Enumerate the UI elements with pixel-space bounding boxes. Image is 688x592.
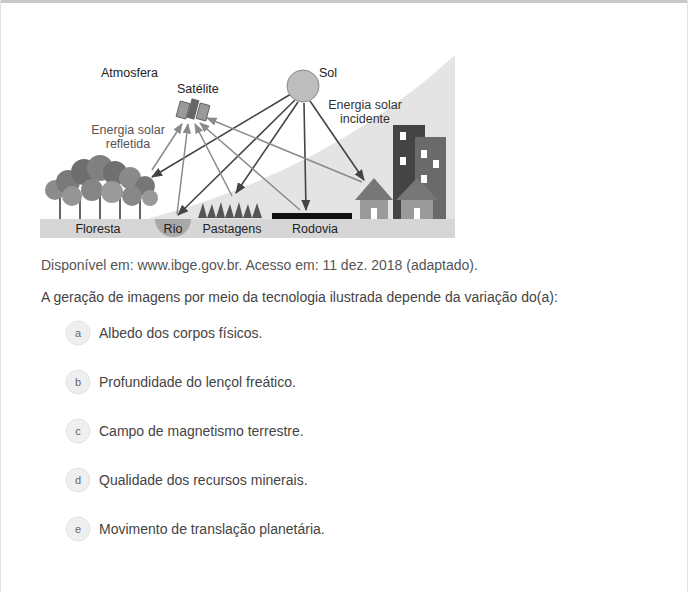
option-letter: a: [75, 327, 81, 339]
ground-band: [40, 219, 455, 238]
sun-circle: [287, 70, 319, 102]
surface-label: Floresta: [58, 222, 138, 236]
road-bar: [272, 213, 352, 219]
source-label: Sol: [319, 66, 337, 80]
option-letter-circle: e: [65, 516, 91, 542]
surface-label: Pastagens: [194, 222, 270, 236]
option-letter-circle: a: [65, 320, 91, 346]
pasture-grass: [198, 202, 262, 218]
option-text: Movimento de translação planetária.: [99, 521, 325, 537]
light-wedge: [150, 55, 455, 220]
question-text: A geração de imagens por meio da tecnolo…: [41, 289, 558, 305]
surface-label: Rio: [156, 222, 190, 236]
circle-shape: [66, 468, 90, 492]
option-letter-circle: d: [65, 467, 91, 493]
flow-label: Energia solar incidente: [322, 98, 408, 127]
circle-shape: [66, 517, 90, 541]
river-shape: [155, 219, 191, 237]
forest-trees: [45, 155, 158, 219]
card-left-border: [0, 0, 1, 592]
option-letter: b: [75, 376, 81, 388]
option-letter-circle: c: [65, 418, 91, 444]
satellite-icon: [176, 98, 210, 121]
source-note: Disponível em: www.ibge.gov.br. Acesso e…: [41, 257, 478, 273]
circle-shape: [66, 370, 90, 394]
flow-label: Energia solar refletida: [84, 123, 172, 152]
card-top-border: [0, 0, 688, 3]
circle-shape: [66, 321, 90, 345]
region-label: Atmosfera: [101, 66, 158, 80]
option-text: Campo de magnetismo terrestre.: [99, 423, 304, 439]
device-label: Satélite: [177, 82, 219, 96]
diagram-ground: [40, 55, 455, 238]
city-buildings: [355, 125, 446, 219]
surface-label: Rodovia: [281, 222, 349, 236]
option-letter: d: [75, 474, 81, 486]
card-right-border: [687, 0, 688, 592]
incident-arrows: [152, 94, 364, 215]
option-letter: e: [75, 523, 81, 535]
option-letter: c: [75, 425, 81, 437]
option-text: Profundidade do lençol freático.: [99, 374, 296, 390]
option-letter-circle: b: [65, 369, 91, 395]
option-text: Albedo dos corpos físicos.: [99, 325, 262, 341]
option-text: Qualidade dos recursos minerais.: [99, 472, 308, 488]
reflected-arrows: [152, 118, 362, 214]
circle-shape: [66, 419, 90, 443]
